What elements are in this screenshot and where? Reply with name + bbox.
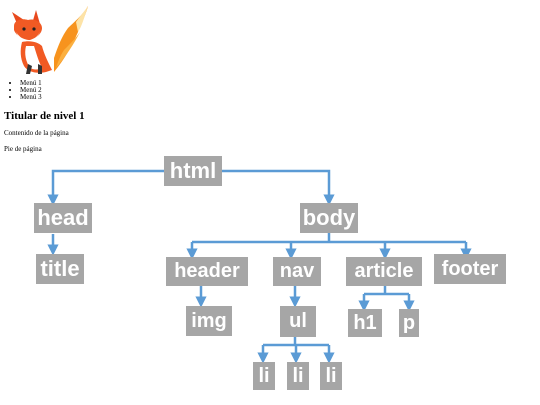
page-footer: Pie de página xyxy=(4,145,42,153)
node-li-3: li xyxy=(320,362,342,390)
node-li-2: li xyxy=(287,362,309,390)
menu-list: Menú 1 Menú 2 Menú 3 xyxy=(0,80,42,101)
page-heading: Titular de nivel 1 xyxy=(4,110,85,122)
connector-html-children xyxy=(47,169,164,206)
fox-logo-image xyxy=(12,6,88,74)
menu-item-1[interactable]: Menú 1 xyxy=(20,80,42,87)
menu-item-3[interactable]: Menú 3 xyxy=(20,94,42,101)
node-article: article xyxy=(346,257,422,286)
node-html: html xyxy=(164,156,222,186)
node-img: img xyxy=(186,306,232,336)
node-head: head xyxy=(34,203,92,233)
node-li-1: li xyxy=(253,362,275,390)
menu-item-2[interactable]: Menú 2 xyxy=(20,87,42,94)
node-title: title xyxy=(36,254,84,284)
connector-html-body xyxy=(222,169,335,206)
node-p: p xyxy=(399,309,419,337)
node-body: body xyxy=(300,203,358,233)
node-h1: h1 xyxy=(348,309,382,337)
node-ul: ul xyxy=(280,306,316,337)
node-header: header xyxy=(166,257,248,286)
page-content: Contenido de la página xyxy=(4,129,69,137)
node-nav: nav xyxy=(273,257,321,286)
node-footer: footer xyxy=(434,254,506,284)
